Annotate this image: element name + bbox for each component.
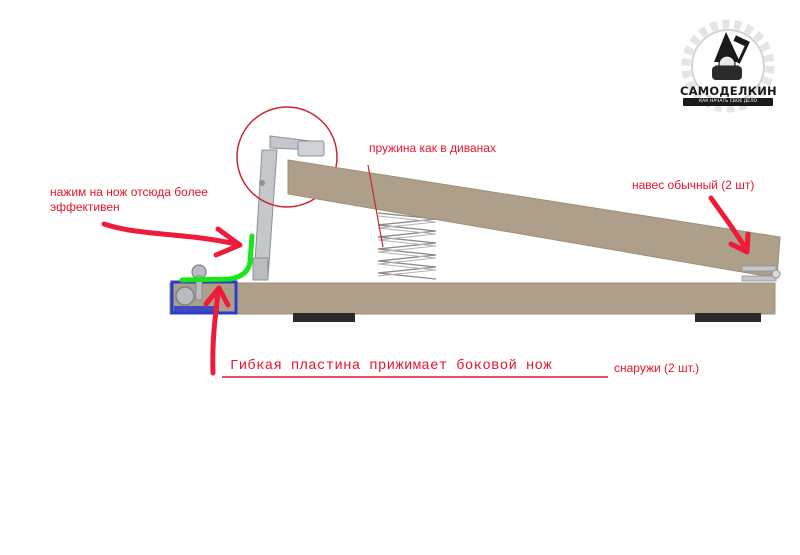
gnome-gear-logo-icon xyxy=(681,19,775,113)
screw-shaft xyxy=(195,275,203,301)
spring-coil-back xyxy=(377,215,437,277)
flexible-plate xyxy=(179,233,255,283)
label-spring: пружина как в диванах xyxy=(369,141,496,155)
logo-hammer-head xyxy=(733,35,749,47)
label-hinge: навес обычный (2 шт) xyxy=(632,178,755,192)
arrow-hinge-head xyxy=(728,231,751,255)
knife-pivot xyxy=(259,180,265,186)
logo-gnome-hat xyxy=(714,32,740,62)
arrow-flex-plate-shaft xyxy=(210,289,221,376)
base-foot-right xyxy=(695,313,761,322)
clamp-blue-strip xyxy=(174,306,219,312)
hinge-plate-top xyxy=(741,265,777,272)
logo-brand-text: САМОДЕЛКИН xyxy=(680,84,777,98)
base-foot-left xyxy=(293,313,355,322)
arrow-hinge xyxy=(708,195,751,255)
arrow-flex-plate xyxy=(203,285,231,376)
arrow-flex-plate-head xyxy=(203,285,231,308)
spring-coil xyxy=(377,212,437,280)
hinge-plate-bottom xyxy=(741,275,777,282)
label-press-knife: нажим на нож отсюда более эффективен xyxy=(50,185,208,214)
hinge-pin xyxy=(771,269,781,279)
logo-hammer-handle xyxy=(737,40,750,64)
logo-gnome-body xyxy=(712,66,742,80)
bolt-head xyxy=(175,286,195,306)
logo-tagline-background xyxy=(683,98,773,106)
arrow-press-knife xyxy=(101,221,243,258)
arrow-press-knife-shaft xyxy=(101,221,239,247)
spring xyxy=(376,212,438,282)
logo-tagline-text: КАК НАЧАТЬ СВОЕ ДЕЛО xyxy=(698,99,758,104)
base-board xyxy=(169,282,776,315)
label-flexible-plate: Гибкая пластина прижимает боковой нож xyxy=(230,358,552,374)
spring-pointer-line xyxy=(367,164,384,248)
hinge xyxy=(741,265,781,282)
knife-highlight-circle xyxy=(236,106,338,208)
arrow-hinge-shaft xyxy=(708,195,748,251)
logo-gear-outer xyxy=(681,19,775,113)
knife-lever-tip xyxy=(252,257,269,281)
label-flexible-plate-suffix: снаружи (2 шт.) xyxy=(614,361,700,375)
knife-bracket-end xyxy=(297,140,325,157)
arrow-press-knife-head xyxy=(213,226,243,258)
